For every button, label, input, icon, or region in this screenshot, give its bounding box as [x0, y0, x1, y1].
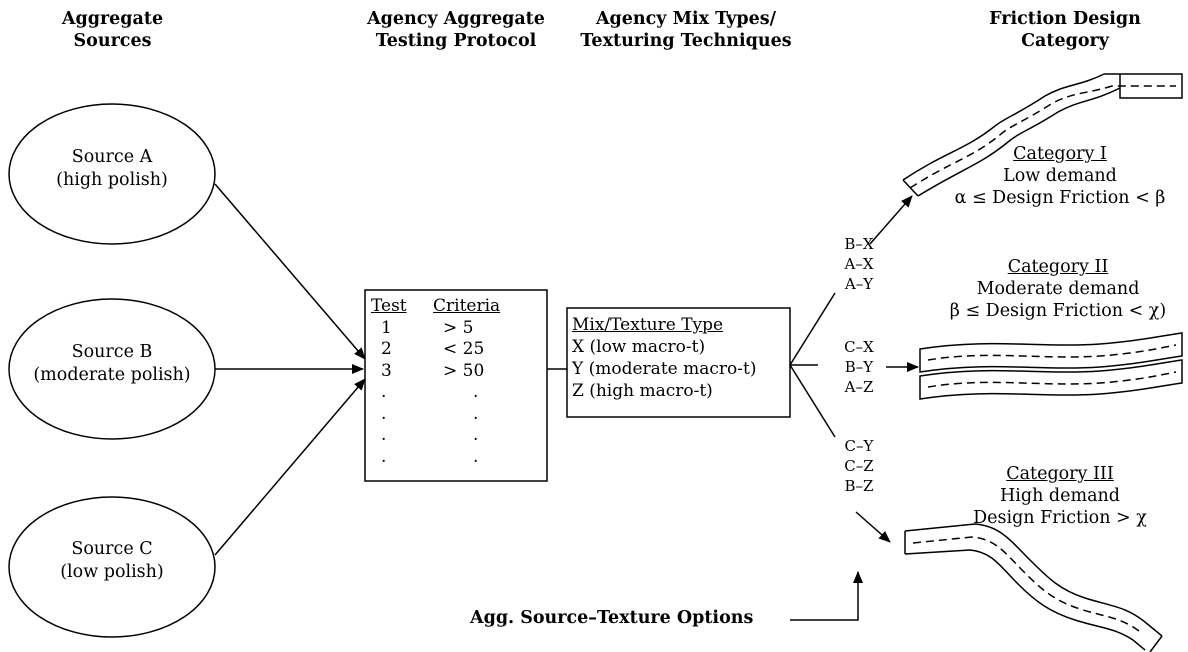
- source-c-label: Source C (low polish): [22, 538, 202, 584]
- header-aggregate-sources-line1: Aggregate: [61, 9, 164, 29]
- combo-item: B–X: [844, 235, 874, 253]
- combo-group-1: B–X A–X A–Y: [834, 234, 884, 294]
- test-criteria: < 25: [443, 339, 485, 359]
- testing-row: ..: [371, 404, 529, 426]
- header-mix-types-line2: Texturing Techniques: [580, 31, 792, 51]
- header-testing-protocol-line1: Agency Aggregate: [367, 9, 545, 29]
- header-testing-protocol-line2: Testing Protocol: [375, 31, 537, 51]
- header-mix-types: Agency Mix Types/ Texturing Techniques: [560, 8, 812, 52]
- category-3-range: Design Friction > χ: [973, 508, 1147, 528]
- fan-line-upper: [789, 292, 836, 366]
- testing-row: 3 > 50: [371, 361, 529, 383]
- category-2-label: Category II Moderate demand β ≤ Design F…: [930, 256, 1186, 322]
- mix-item-x: X (low macro-t): [572, 337, 706, 357]
- source-c-polish: (low polish): [60, 562, 164, 582]
- header-aggregate-sources-line2: Sources: [73, 31, 152, 51]
- category-2-demand: Moderate demand: [976, 279, 1140, 299]
- test-criteria: .: [473, 425, 479, 445]
- test-id: .: [381, 403, 387, 424]
- col-criteria-header: Criteria: [433, 296, 501, 316]
- road-category-1: [902, 73, 1183, 197]
- test-id: .: [381, 446, 387, 467]
- header-friction-category-line1: Friction Design: [989, 9, 1141, 29]
- category-1-label: Category I Low demand α ≤ Design Frictio…: [940, 143, 1180, 209]
- header-friction-category: Friction Design Category: [965, 8, 1165, 52]
- testing-row: 2 < 25: [371, 339, 529, 361]
- category-2-range: β ≤ Design Friction < χ): [949, 301, 1167, 321]
- header-testing-protocol: Agency Aggregate Testing Protocol: [350, 8, 562, 52]
- category-3-label: Category III High demand Design Friction…: [940, 463, 1180, 529]
- source-b-polish: (moderate polish): [33, 365, 191, 385]
- combo-item: B–Z: [844, 477, 874, 495]
- road-category-2-upper: [919, 332, 1183, 373]
- source-a-name: Source A: [71, 147, 153, 167]
- category-3-title: Category III: [1006, 464, 1114, 484]
- source-c-ellipse: [8, 496, 216, 638]
- mix-texture-title: Mix/Texture Type: [572, 315, 724, 335]
- testing-protocol-box: [364, 289, 548, 482]
- testing-row: ..: [371, 382, 529, 404]
- combo-group-3: C–Y C–Z B–Z: [834, 436, 884, 496]
- fan-line-lower: [789, 364, 836, 438]
- category-2-title: Category II: [1007, 257, 1109, 277]
- source-b-label: Source B (moderate polish): [22, 341, 202, 387]
- category-1-title: Category I: [1013, 144, 1107, 164]
- combo-item: B–Y: [844, 358, 874, 376]
- arrow-source-c: [214, 378, 366, 556]
- testing-table: Test Criteria 1> 5 2< 25 3> 50 .. .. .. …: [371, 296, 529, 468]
- combo-item: C–X: [844, 338, 874, 356]
- source-a-polish: (high polish): [56, 170, 168, 190]
- mix-texture-list: Mix/Texture Type X (low macro-t) Y (mode…: [572, 314, 756, 402]
- mix-item-z: Z (high macro-t): [572, 381, 713, 401]
- mix-item-y: Y (moderate macro-t): [572, 359, 757, 379]
- header-aggregate-sources: Aggregate Sources: [40, 8, 185, 52]
- test-criteria: .: [473, 403, 479, 424]
- test-id: .: [381, 425, 387, 445]
- source-b-name: Source B: [71, 342, 153, 362]
- combo-item: C–Y: [844, 437, 874, 455]
- test-criteria: .: [473, 382, 479, 402]
- testing-table-header: Test Criteria: [371, 296, 529, 318]
- combo-item: A–Z: [844, 378, 874, 396]
- combo-item: A–X: [844, 255, 874, 273]
- test-criteria: .: [473, 446, 479, 467]
- arrow-source-a: [214, 183, 366, 360]
- source-c-name: Source C: [71, 539, 153, 559]
- test-id: 1: [381, 317, 392, 338]
- col-test-header: Test: [371, 296, 407, 316]
- arrow-options: [790, 571, 863, 621]
- source-a-label: Source A (high polish): [22, 146, 202, 192]
- combo-item: A–Y: [844, 275, 874, 293]
- testing-row: ..: [371, 447, 529, 469]
- road-category-2-lower: [919, 359, 1183, 400]
- test-id: 3: [381, 360, 392, 381]
- source-a-ellipse: [8, 103, 216, 245]
- header-mix-types-line1: Agency Mix Types/: [595, 9, 777, 29]
- mix-texture-box: [566, 307, 791, 418]
- combo-group-2: C–X B–Y A–Z: [834, 337, 884, 397]
- arrow-category-1: [869, 195, 913, 245]
- test-id: .: [381, 382, 387, 402]
- category-1-range: α ≤ Design Friction < β: [954, 188, 1166, 208]
- combo-item: C–Z: [844, 457, 874, 475]
- arrow-category-3: [855, 511, 891, 543]
- test-criteria: > 5: [443, 317, 474, 338]
- category-1-demand: Low demand: [1003, 166, 1117, 186]
- options-label: Agg. Source–Texture Options: [470, 608, 754, 628]
- test-id: 2: [381, 339, 392, 359]
- road-category-3: [904, 523, 1163, 652]
- category-3-demand: High demand: [1000, 486, 1120, 506]
- testing-row: ..: [371, 425, 529, 447]
- test-criteria: > 50: [443, 360, 485, 381]
- header-friction-category-line2: Category: [1021, 31, 1109, 51]
- testing-row: 1 > 5: [371, 318, 529, 340]
